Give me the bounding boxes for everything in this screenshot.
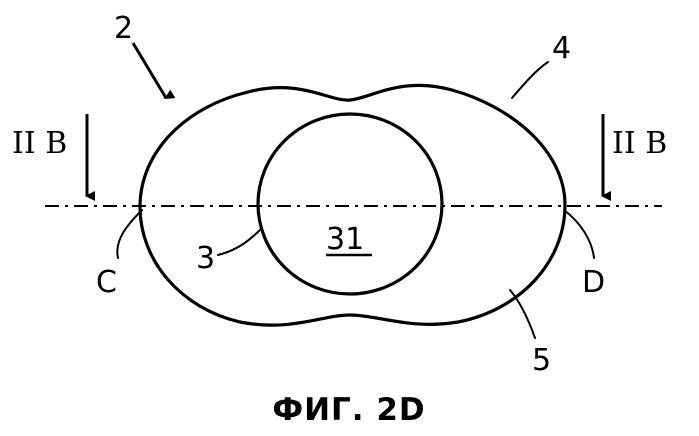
leader-3 (218, 228, 262, 255)
leader-c (117, 210, 142, 258)
figure-caption: ФИГ. 2D (272, 392, 425, 428)
label-4: 4 (552, 31, 571, 66)
pointer-arrow-2 (133, 43, 166, 98)
inner-circle (258, 114, 442, 294)
label-c: C (96, 265, 117, 300)
label-d: D (582, 265, 605, 300)
label-3: 3 (196, 241, 215, 276)
leader-d (564, 210, 594, 258)
section-label-left: II B (12, 126, 67, 161)
label-2: 2 (114, 11, 133, 46)
section-label-right: II B (612, 126, 667, 161)
label-31: 31 (326, 222, 364, 257)
label-5: 5 (532, 343, 551, 378)
leader-4 (512, 62, 548, 98)
